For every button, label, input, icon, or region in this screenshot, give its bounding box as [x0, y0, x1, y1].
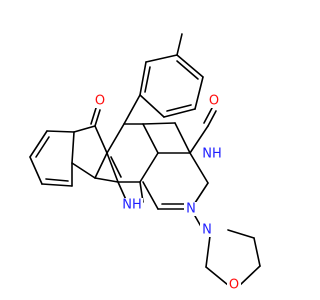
bond-benzo-3	[29, 156, 43, 185]
bond-morph-3	[239, 265, 261, 286]
bond-tolyl-1	[145, 54, 178, 63]
bond-indenone-ring-3	[71, 162, 96, 179]
bond-indenone-co-2	[94, 109, 101, 127]
atom-nh-pyridine: NH	[122, 198, 142, 213]
bond-indenone-ring-5	[94, 152, 108, 179]
bond-pyrim-co-2	[203, 107, 213, 124]
bond-morph-2	[205, 266, 229, 286]
bond-tolyl-6	[176, 54, 204, 78]
bond-benzo-inner-2	[45, 178, 69, 182]
bond-morph-4	[253, 237, 261, 267]
bond-tolyl-5	[194, 76, 204, 110]
bond-morph-5	[227, 229, 255, 239]
bond-pyrim-5	[189, 152, 209, 184]
atom-o-indenone: O	[95, 94, 105, 109]
bond-benzo-4	[41, 183, 73, 187]
atom-nh-ring: NH	[202, 147, 222, 162]
bond-central-inner	[110, 156, 122, 178]
bond-central-2	[106, 152, 119, 183]
bond-indenone-ring-1	[73, 125, 96, 133]
bond-pyrim-2	[189, 125, 209, 154]
bond-indenone-co-1	[94, 125, 108, 154]
bond-central-1	[106, 123, 125, 154]
bond-central-5	[142, 123, 159, 154]
bond-morph-1	[205, 235, 211, 268]
atom-o-morpholine: O	[229, 278, 239, 293]
atom-labels: O O O NH NH N N	[93, 94, 241, 293]
bond-benzo-1	[46, 130, 75, 133]
bond-tolyl-3	[139, 94, 165, 118]
bond-pyrim-4	[174, 122, 191, 154]
bond-tolyl-inner-1	[144, 66, 151, 93]
bond-benzo-2	[29, 130, 48, 158]
bond-pyrim-8	[142, 181, 159, 210]
bond-benzo-inner-1	[35, 136, 50, 158]
bond-pyrim-3	[142, 122, 176, 125]
bond-central-4	[139, 152, 159, 183]
bond-indenone-ring-4	[94, 177, 119, 183]
bond-tolyl-inner-3	[176, 60, 199, 80]
bond-methyl	[176, 33, 183, 56]
bond-tolyl-2	[139, 61, 147, 96]
bond-tolyl-inner-2	[166, 104, 192, 112]
atom-n-pyrimidine: N	[186, 202, 196, 217]
chemical-structure: O O O NH NH N N	[29, 33, 261, 293]
bond-aryl-link	[123, 94, 141, 125]
bond-indenone-co-3	[90, 107, 97, 125]
bond-indenone-ring-2	[71, 131, 75, 164]
atom-n-morpholine: N	[202, 223, 212, 238]
atom-o-pyrimidinone: O	[209, 94, 219, 109]
bonds	[29, 33, 261, 286]
bond-tolyl-4	[163, 108, 196, 118]
bond-pyrim-co-1	[207, 110, 217, 127]
